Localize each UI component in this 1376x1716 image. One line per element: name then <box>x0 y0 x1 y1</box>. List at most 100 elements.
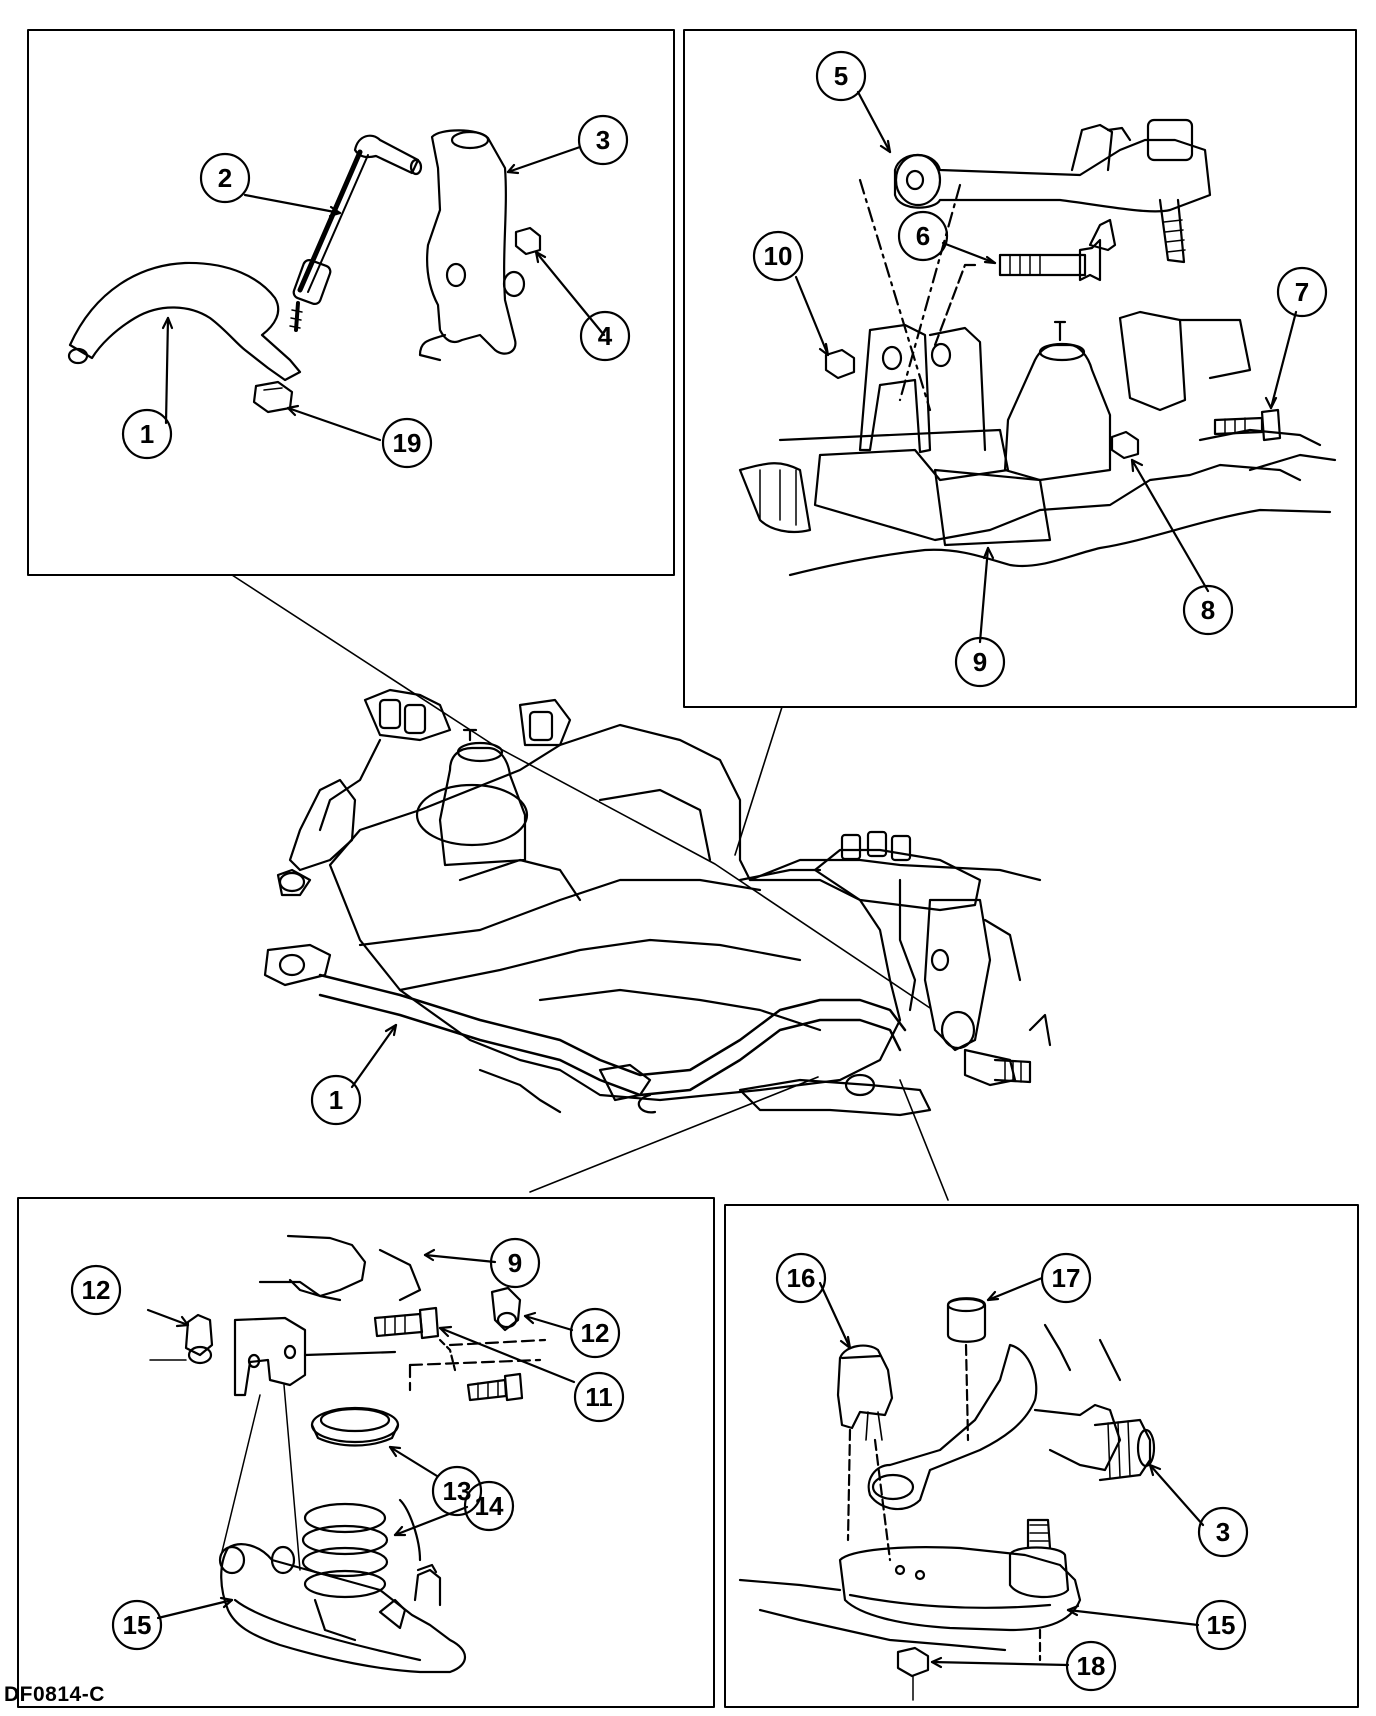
leader-12-left <box>146 1308 190 1327</box>
svg-text:6: 6 <box>916 221 930 251</box>
leader-8 <box>1130 458 1210 593</box>
left-stabilizer-bushing <box>263 943 332 987</box>
callout-12-left: 12 <box>70 1264 122 1316</box>
front-suspension-assembly: 1 <box>231 574 1052 1201</box>
nut-17-shape <box>946 1297 987 1343</box>
svg-text:5: 5 <box>834 61 848 91</box>
lower-arm-bushing-bracket <box>233 1316 307 1397</box>
frame-bracket-left <box>858 323 932 454</box>
leader-19 <box>286 406 382 442</box>
stabilizer-link-top-stud <box>353 134 420 175</box>
svg-text:13: 13 <box>443 1476 472 1506</box>
leader-15-right <box>1066 1608 1200 1627</box>
callout-3-bottom: 3 <box>1197 1506 1249 1558</box>
callout-1-top: 1 <box>121 408 173 460</box>
leader-15-left <box>156 1598 234 1620</box>
crossmember-assembly <box>328 723 902 1102</box>
cam-bolt-shaft <box>998 253 1087 277</box>
figure-id-label: DF0814-C <box>4 1683 105 1706</box>
right-lower-arm <box>738 1078 932 1117</box>
leader-6 <box>941 241 997 265</box>
callout-2: 2 <box>199 152 251 204</box>
callout-17: 17 <box>1040 1252 1092 1304</box>
svg-text:12: 12 <box>581 1318 610 1348</box>
callout-4: 4 <box>579 310 631 362</box>
svg-text:9: 9 <box>508 1248 522 1278</box>
svg-text:4: 4 <box>598 321 613 351</box>
nut-10-shape <box>824 348 856 380</box>
lower-arm-right-view <box>838 1546 1082 1632</box>
coil-spring <box>301 1502 389 1599</box>
stabilizer-bar-tube-opening <box>67 347 89 365</box>
engine-mount <box>1003 343 1112 482</box>
leader-16 <box>818 1281 852 1350</box>
lower-control-arm <box>220 1543 467 1674</box>
left-knuckle <box>288 778 357 872</box>
callout-16: 16 <box>775 1252 827 1304</box>
svg-text:12: 12 <box>82 1275 111 1305</box>
callout-15-left: 15 <box>111 1599 163 1651</box>
svg-text:9: 9 <box>973 647 987 677</box>
svg-text:3: 3 <box>1216 1517 1230 1547</box>
stabilizer-link-bushing <box>292 259 332 305</box>
callout-11: 11 <box>573 1371 625 1423</box>
svg-text:3: 3 <box>596 125 610 155</box>
callout-14: 14 <box>463 1480 515 1532</box>
callout-18: 18 <box>1065 1640 1117 1692</box>
svg-text:11: 11 <box>585 1382 613 1412</box>
leader-13 <box>388 1445 439 1478</box>
nut-4-shape <box>514 226 542 256</box>
svg-text:18: 18 <box>1077 1651 1106 1681</box>
bolt-11-shape <box>373 1312 424 1338</box>
crossmember-section <box>286 1234 367 1298</box>
cam-bracket-12-right <box>490 1286 522 1332</box>
connector-bottom-right-panel <box>899 1079 949 1201</box>
callout-3-top: 3 <box>577 114 629 166</box>
leader-9-top <box>978 546 990 644</box>
svg-text:17: 17 <box>1052 1263 1081 1293</box>
detail-panel-lower-arm-spring: 9 12 12 11 13 14 15 <box>17 1197 715 1708</box>
svg-text:15: 15 <box>1207 1610 1236 1640</box>
callout-9-bottom: 9 <box>489 1237 541 1289</box>
leader-5 <box>856 90 892 154</box>
lower-ball-joint <box>413 1568 442 1607</box>
right-knuckle <box>923 898 992 1052</box>
callout-12-right: 12 <box>569 1307 621 1359</box>
detail-panel-stabilizer-link: 2 3 4 1 19 <box>27 29 675 576</box>
leader-7 <box>1269 310 1298 410</box>
callout-8: 8 <box>1182 584 1234 636</box>
nut-8-shape <box>1110 430 1140 460</box>
leader-14 <box>393 1505 469 1537</box>
center-engine-mount <box>438 746 527 867</box>
svg-text:1: 1 <box>329 1085 343 1115</box>
upper-control-arm <box>893 138 1212 213</box>
nut-19-shape <box>252 380 294 414</box>
svg-text:1: 1 <box>140 419 154 449</box>
cam-bracket-12-left <box>184 1313 214 1357</box>
leader-12-right <box>523 1314 574 1332</box>
callout-5: 5 <box>815 50 867 102</box>
rebound-bumper <box>836 1344 894 1430</box>
stabilizer-bar-assembly <box>318 973 907 1077</box>
upper-arm-ball-stud <box>1158 198 1186 264</box>
callout-6: 6 <box>897 210 949 262</box>
leader-10 <box>794 275 830 357</box>
svg-text:7: 7 <box>1295 277 1309 307</box>
leader-4 <box>534 250 606 337</box>
left-upper-arm-assembly <box>363 688 452 742</box>
detail-panel-lower-arm-bumper: 16 17 3 15 18 <box>724 1204 1359 1708</box>
leader-9-bottom <box>423 1253 497 1264</box>
svg-text:14: 14 <box>475 1491 504 1521</box>
callout-19: 19 <box>381 417 433 469</box>
upper-arm-bottom-view <box>867 1343 1038 1511</box>
leader-1-top <box>164 316 170 425</box>
frame-bracket-right <box>1118 310 1187 412</box>
crossmember-body <box>778 428 1302 542</box>
connector-bottom-left-panel <box>529 1076 819 1193</box>
stabilizer-bar-end <box>68 261 302 382</box>
callout-13: 13 <box>431 1465 483 1517</box>
svg-text:10: 10 <box>764 241 793 271</box>
svg-text:19: 19 <box>393 428 422 458</box>
leader-3-top <box>506 145 582 174</box>
